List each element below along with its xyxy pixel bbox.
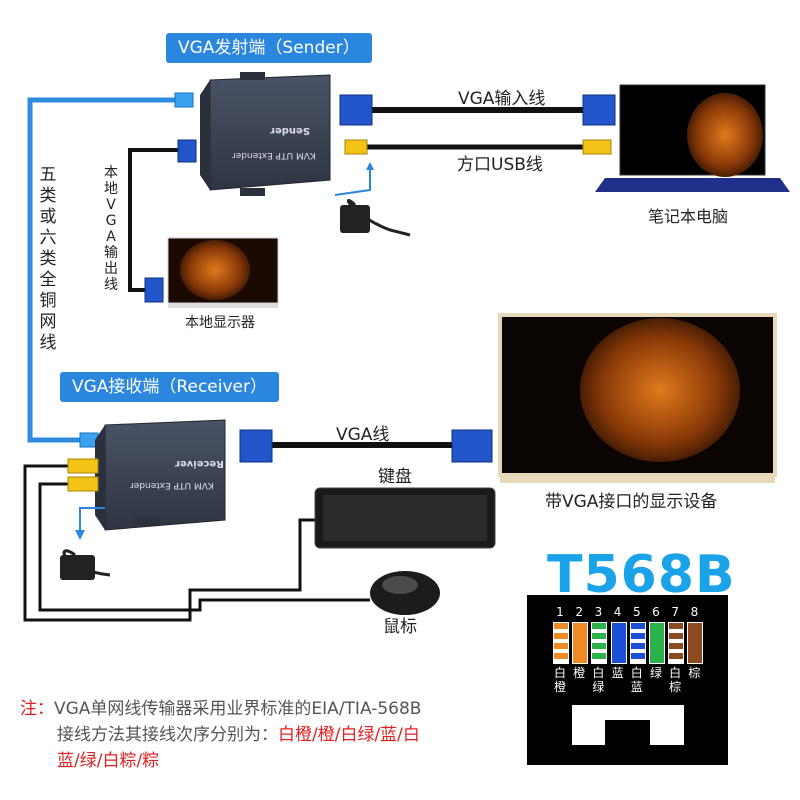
pin-number-1: 1 xyxy=(556,605,564,619)
pin-label-4: 蓝 xyxy=(611,666,624,680)
pin-label-3: 白绿 xyxy=(592,666,605,694)
keyboard-usb-cable xyxy=(23,464,315,622)
local-display-caption: 本地显示器 xyxy=(185,315,255,331)
local-display-image xyxy=(167,237,279,308)
pin-number-3: 3 xyxy=(594,605,603,619)
pin-label-1: 白橙 xyxy=(553,666,566,694)
pin-wire-5 xyxy=(629,622,646,664)
usb-plug-sender xyxy=(344,139,368,155)
pin-number-7: 7 xyxy=(671,605,679,619)
sender-device-name: Sender xyxy=(270,125,310,136)
pin-wire-1 xyxy=(553,622,569,664)
display-image xyxy=(498,313,777,483)
receiver-power-adapter xyxy=(60,549,111,580)
note-line3-red: 蓝/绿/白粽/粽 xyxy=(57,751,160,771)
pin-wire-2 xyxy=(572,622,589,664)
pin-number-4: 4 xyxy=(613,605,622,619)
pin-wire-6 xyxy=(649,622,665,664)
receiver-badge: VGA接收端（Receiver） xyxy=(60,372,279,402)
note-line2-text: 接线方法其接线次序分别为： xyxy=(57,725,278,745)
pin-label-6: 绿 xyxy=(649,666,662,680)
sender-rj45-plug xyxy=(174,92,194,108)
pin-label-2: 橙 xyxy=(573,666,586,680)
pin-label-5: 白蓝 xyxy=(630,666,643,694)
receiver-device-name: Receiver xyxy=(175,458,224,469)
vga-input-plug-laptop xyxy=(582,94,616,126)
network-cable-label: 五类或六类全铜网线 xyxy=(39,165,57,353)
receiver-usb-plug-2 xyxy=(67,476,99,492)
rj45-foot-notch xyxy=(605,720,650,765)
laptop-caption: 笔记本电脑 xyxy=(648,207,729,226)
note-line1-text: VGA单网线传输器采用业界标准的EIA/TIA-568B xyxy=(54,699,422,719)
receiver-device xyxy=(95,419,226,531)
vga-output-plug-receiver xyxy=(239,429,273,463)
note-line-3: 蓝/绿/白粽/粽 xyxy=(57,746,159,771)
pin-wire-3 xyxy=(591,622,608,664)
vga-cable-label: VGA线 xyxy=(336,425,390,445)
pin-number-2: 2 xyxy=(575,605,583,619)
note-line-1: 注：VGA单网线传输器采用业界标准的EIA/TIA-568B xyxy=(20,694,421,719)
mouse-image xyxy=(370,571,440,615)
sender-badge: VGA发射端（Sender） xyxy=(166,33,372,63)
vga-output-plug-display xyxy=(451,429,493,463)
local-vga-plug-b xyxy=(144,277,164,303)
pin-number-5: 5 xyxy=(632,605,641,619)
display-caption: 带VGA接口的显示设备 xyxy=(545,492,718,512)
pin-label-8: 棕 xyxy=(688,666,701,680)
note-prefix: 注： xyxy=(20,699,54,719)
mouse-usb-cable xyxy=(38,482,370,612)
sender-power-adapter xyxy=(340,198,411,237)
note-line-2: 接线方法其接线次序分别为：白橙/橙/白绿/蓝/白 xyxy=(57,720,420,745)
pin-number-8: 8 xyxy=(690,605,699,619)
pin-wire-8 xyxy=(687,622,704,664)
mouse-caption: 鼠标 xyxy=(383,617,417,637)
receiver-device-title: KVM UTP Extender xyxy=(130,480,214,490)
sender-device-title: KVM UTP Extender xyxy=(232,150,316,160)
keyboard-image xyxy=(314,487,496,549)
local-vga-plug-a xyxy=(177,139,197,163)
vga-input-plug-sender xyxy=(339,94,373,126)
pin-wire-4 xyxy=(610,622,627,664)
pin-wire-7 xyxy=(668,622,685,664)
local-vga-out-label: 本地VGA输出线 xyxy=(104,165,118,293)
usb-plug-laptop xyxy=(582,139,612,155)
usb-cable-label: 方口USB线 xyxy=(457,155,543,175)
pin-number-6: 6 xyxy=(652,605,660,619)
network-cable xyxy=(27,97,175,443)
local-vga-cable xyxy=(128,148,180,292)
pin-label-7: 白棕 xyxy=(669,666,682,694)
receiver-usb-plug-1 xyxy=(67,458,99,474)
keyboard-caption: 键盘 xyxy=(378,467,412,487)
note-line2-red: 白橙/橙/白绿/蓝/白 xyxy=(278,725,420,745)
vga-input-cable-label: VGA输入线 xyxy=(458,89,546,109)
laptop-image xyxy=(595,84,790,192)
sender-device xyxy=(200,72,331,196)
